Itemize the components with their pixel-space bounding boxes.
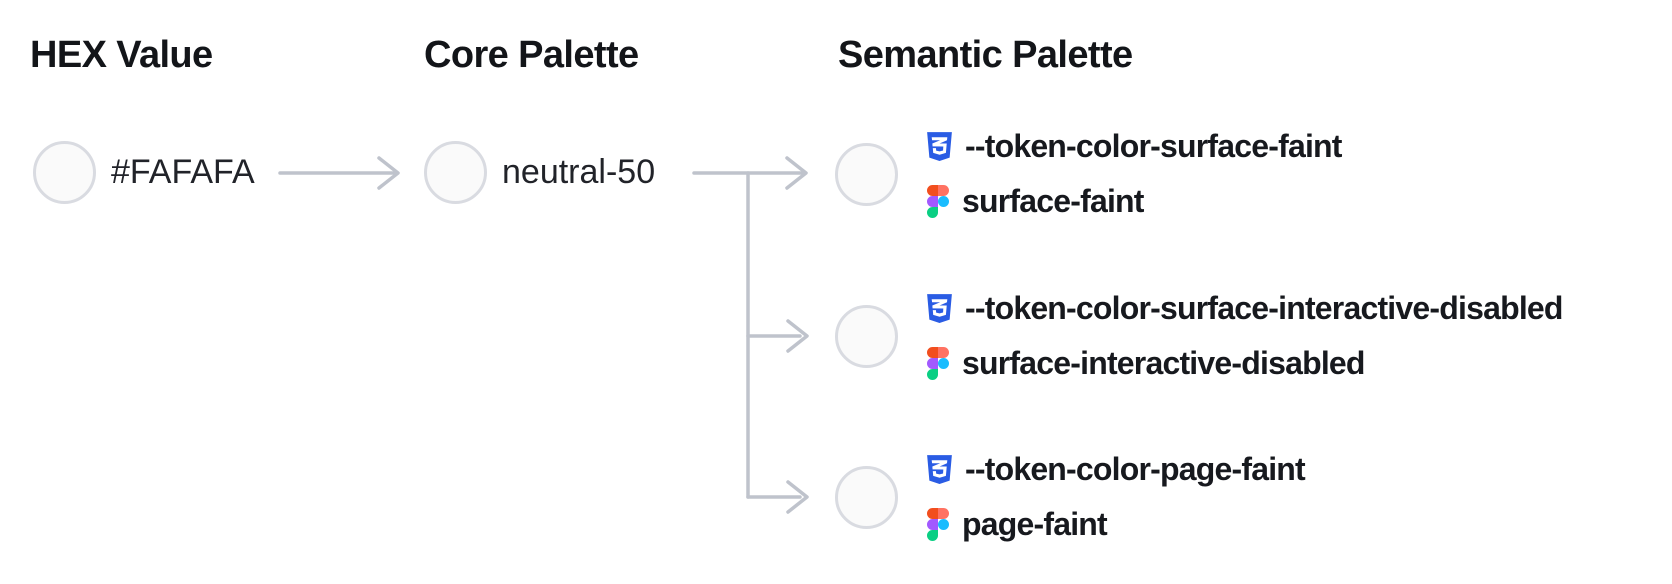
core-color-swatch bbox=[424, 141, 487, 204]
css-variable-name: --token-color-surface-interactive-disabl… bbox=[965, 290, 1563, 326]
figma-logo-icon bbox=[927, 347, 949, 380]
semantic-color-swatch bbox=[835, 304, 898, 368]
semantic-color-swatch bbox=[835, 142, 898, 206]
css-variable-line: --token-color-surface-interactive-disabl… bbox=[927, 281, 1563, 336]
css-variable-name: --token-color-surface-faint bbox=[965, 128, 1342, 164]
css-variable-line: --token-color-surface-faint bbox=[927, 119, 1342, 174]
core-palette-label: neutral-50 bbox=[502, 153, 656, 191]
arrow-head-icon bbox=[377, 156, 400, 190]
header-semantic-palette: Semantic Palette bbox=[838, 34, 1133, 76]
semantic-token-row: --token-color-page-faint page-faint bbox=[835, 442, 1306, 552]
semantic-token-row: --token-color-surface-interactive-disabl… bbox=[835, 281, 1563, 391]
figma-token-line: surface-interactive-disabled bbox=[927, 336, 1563, 391]
semantic-token-row: --token-color-surface-faint surface-fain… bbox=[835, 119, 1342, 229]
figma-token-name: surface-interactive-disabled bbox=[962, 345, 1365, 381]
css3-shield-icon bbox=[927, 294, 952, 323]
css-variable-name: --token-color-page-faint bbox=[965, 451, 1306, 487]
figma-token-name: surface-faint bbox=[962, 183, 1144, 219]
figma-token-line: surface-faint bbox=[927, 174, 1342, 229]
core-palette-node: neutral-50 bbox=[424, 141, 655, 204]
figma-token-name: page-faint bbox=[962, 506, 1108, 542]
arrow-head-icon bbox=[785, 156, 808, 190]
css-variable-line: --token-color-page-faint bbox=[927, 442, 1306, 497]
figma-logo-icon bbox=[927, 185, 949, 218]
figma-token-line: page-faint bbox=[927, 497, 1305, 552]
css3-shield-icon bbox=[927, 132, 952, 161]
arrow-head-icon bbox=[786, 480, 809, 514]
semantic-color-swatch bbox=[835, 465, 898, 529]
header-hex-value: HEX Value bbox=[30, 34, 213, 76]
hex-value-label: #FAFAFA bbox=[111, 153, 255, 191]
header-core-palette: Core Palette bbox=[424, 34, 639, 76]
hex-color-swatch bbox=[33, 141, 96, 204]
arrow-head-icon bbox=[786, 319, 809, 353]
hex-value-node: #FAFAFA bbox=[33, 141, 255, 204]
figma-logo-icon bbox=[927, 508, 949, 541]
css3-shield-icon bbox=[927, 455, 952, 484]
